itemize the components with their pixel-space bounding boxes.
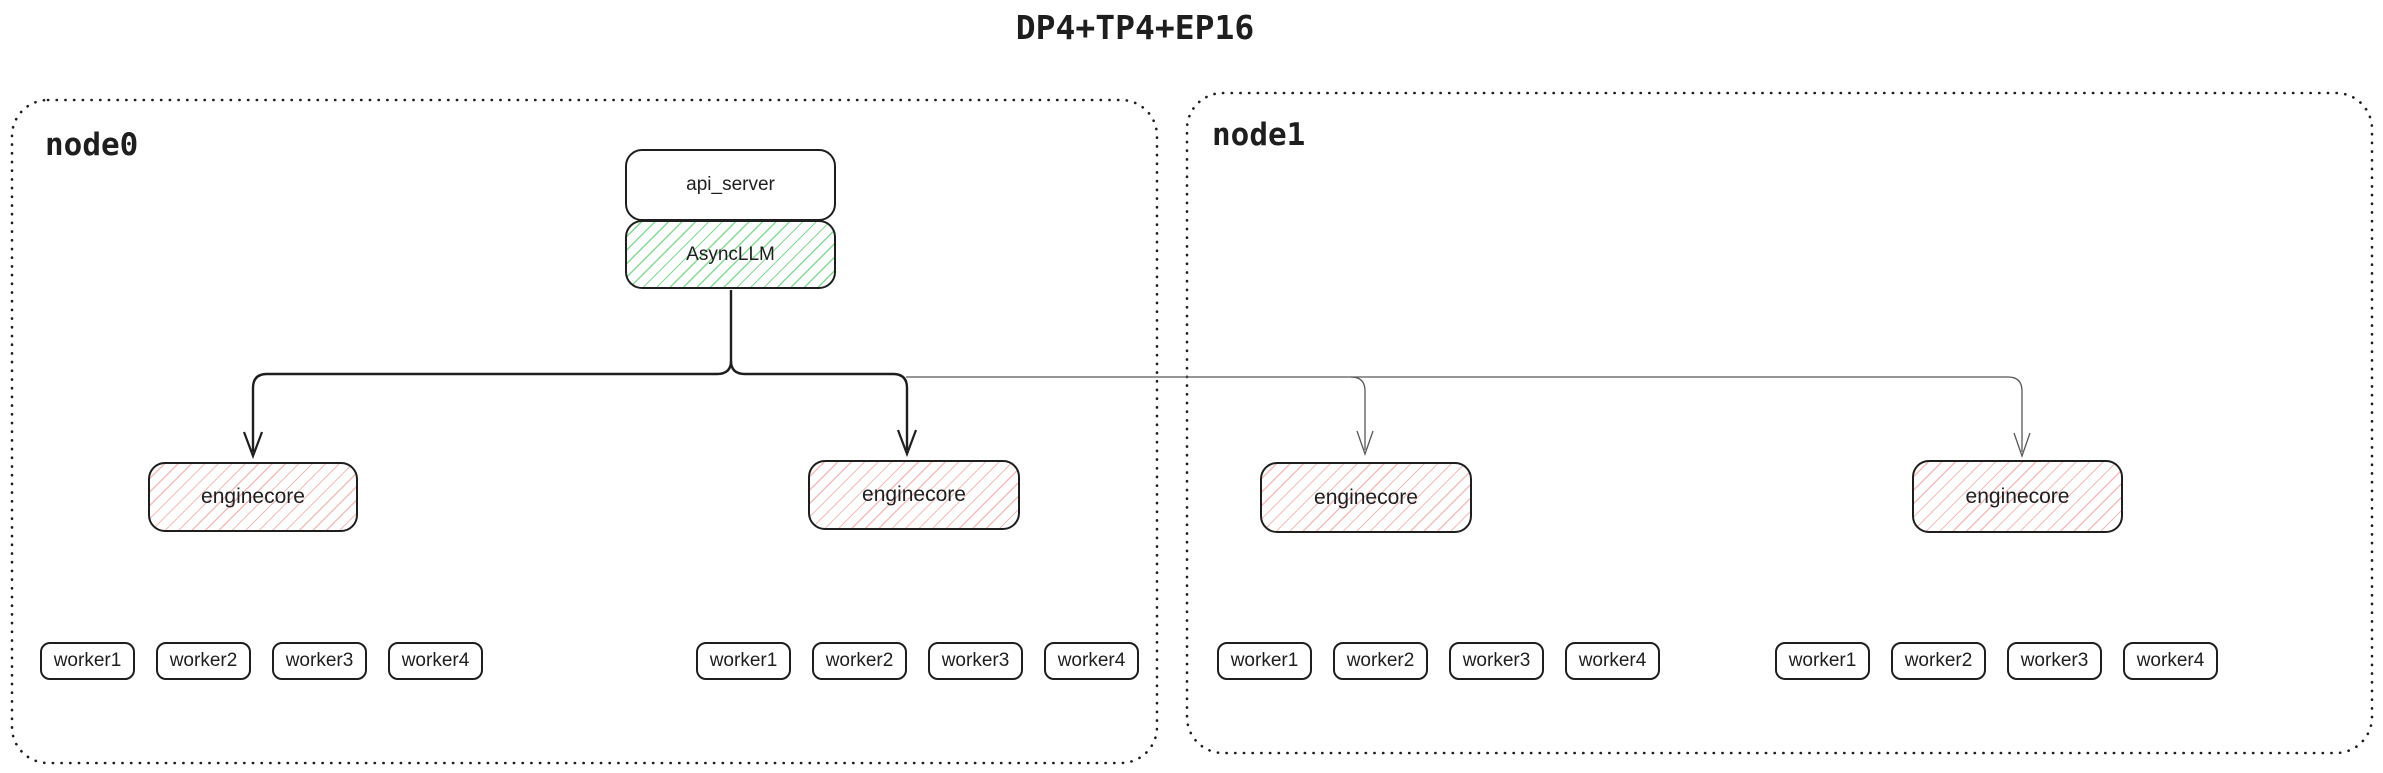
worker-label: worker1 xyxy=(1788,650,1857,671)
enginecore-box-node1-0: enginecore xyxy=(1260,462,1472,533)
worker-label: worker1 xyxy=(709,650,778,671)
worker-box: worker1 xyxy=(696,642,791,680)
asyncllm-box: AsyncLLM xyxy=(625,220,836,289)
worker-box: worker3 xyxy=(928,642,1023,680)
worker-box: worker3 xyxy=(1449,642,1544,680)
worker-label: worker4 xyxy=(401,650,470,671)
worker-group-node1-1: worker1 worker2 worker3 worker4 xyxy=(1775,642,2218,680)
arrowhead-enginecore-0 xyxy=(242,431,264,460)
worker-label: worker3 xyxy=(941,650,1010,671)
arrowhead-enginecore-3 xyxy=(2013,432,2031,458)
worker-label: worker4 xyxy=(2136,650,2205,671)
worker-box: worker3 xyxy=(272,642,367,680)
enginecore-label: enginecore xyxy=(1965,484,2070,508)
enginecore-box-node1-1: enginecore xyxy=(1912,460,2123,533)
worker-box: worker2 xyxy=(812,642,907,680)
api-server-label: api_server xyxy=(686,174,775,195)
arrowhead-enginecore-1 xyxy=(896,429,918,458)
worker-box: worker2 xyxy=(1891,642,1986,680)
worker-label: worker1 xyxy=(1230,650,1299,671)
node0-label: node0 xyxy=(45,127,139,163)
worker-label: worker2 xyxy=(169,650,238,671)
worker-label: worker4 xyxy=(1578,650,1647,671)
api-server-box: api_server xyxy=(625,149,836,221)
worker-box: worker1 xyxy=(40,642,135,680)
asyncllm-label: AsyncLLM xyxy=(686,243,775,265)
worker-group-node0-1: worker1 worker2 worker3 worker4 xyxy=(696,642,1139,680)
worker-label: worker3 xyxy=(285,650,354,671)
enginecore-label: enginecore xyxy=(1314,485,1418,509)
worker-label: worker2 xyxy=(825,650,894,671)
worker-box: worker2 xyxy=(1333,642,1428,680)
node1-label: node1 xyxy=(1212,117,1306,153)
worker-group-node1-0: worker1 worker2 worker3 worker4 xyxy=(1217,642,1660,680)
enginecore-label: enginecore xyxy=(201,485,305,508)
worker-label: worker2 xyxy=(1346,650,1415,671)
worker-label: worker3 xyxy=(1462,650,1531,671)
worker-label: worker4 xyxy=(1057,650,1126,671)
branch-enginecore-2 xyxy=(1350,376,1366,450)
worker-box: worker2 xyxy=(156,642,251,680)
worker-box: worker4 xyxy=(1565,642,1660,680)
enginecore-box-node0-1: enginecore xyxy=(808,460,1020,530)
arrowhead-enginecore-2 xyxy=(1356,430,1374,456)
worker-label: worker2 xyxy=(1904,650,1973,671)
worker-box: worker4 xyxy=(2123,642,2218,680)
worker-box: worker1 xyxy=(1217,642,1312,680)
branch-enginecore-1 xyxy=(729,360,909,450)
worker-label: worker1 xyxy=(53,650,122,671)
worker-label: worker3 xyxy=(2020,650,2089,671)
worker-box: worker1 xyxy=(1775,642,1870,680)
branch-enginecore-0 xyxy=(251,360,733,452)
enginecore-box-node0-0: enginecore xyxy=(148,462,358,532)
enginecore-label: enginecore xyxy=(862,483,966,506)
diagram-title: DP4+TP4+EP16 xyxy=(1015,8,1255,47)
branch-enginecore-3 xyxy=(906,376,2023,452)
worker-box: worker3 xyxy=(2007,642,2102,680)
worker-group-node0-0: worker1 worker2 worker3 worker4 xyxy=(40,642,483,680)
worker-box: worker4 xyxy=(388,642,483,680)
worker-box: worker4 xyxy=(1044,642,1139,680)
